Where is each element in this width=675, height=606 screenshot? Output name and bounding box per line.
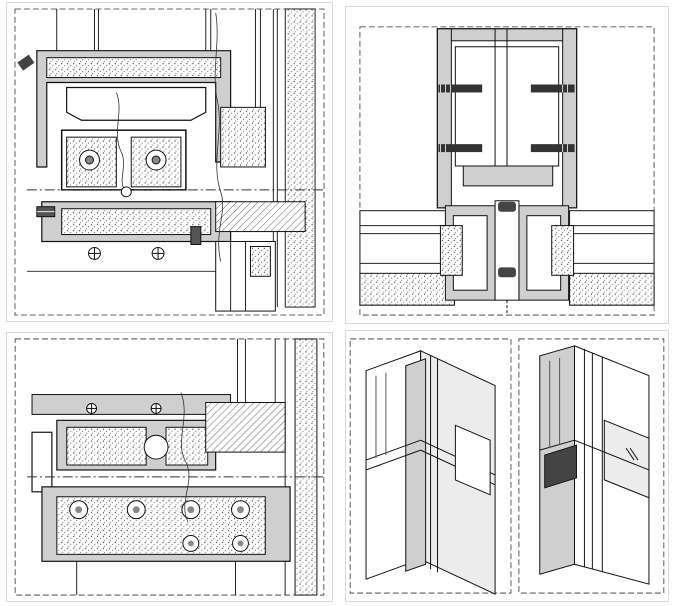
bolt-icon	[530, 84, 575, 93]
screw-icon	[69, 500, 89, 520]
gasket-icon	[17, 54, 35, 71]
bolt-icon	[530, 144, 575, 153]
wall-fill-mid	[220, 106, 266, 168]
transom-insulation	[61, 208, 212, 236]
isometric-drawing	[349, 338, 665, 595]
screw-icon	[181, 500, 201, 520]
anchor-icon	[88, 246, 101, 260]
screw-icon	[79, 149, 100, 171]
anchor-icon	[86, 402, 98, 414]
detail-panel-top-right	[345, 6, 669, 324]
mullion-drawing	[359, 26, 655, 316]
screw-icon	[145, 149, 167, 171]
wall-insulation	[284, 8, 316, 308]
dashed-frame	[359, 26, 655, 316]
detail-panel-top-left	[6, 2, 333, 322]
isometric-view-right	[539, 345, 650, 585]
profile-top	[31, 394, 232, 415]
center-joint	[494, 200, 520, 301]
screw-icon	[182, 534, 200, 552]
chamber-fill-right	[130, 136, 182, 188]
anchor-icon	[150, 402, 162, 414]
profile-top	[36, 50, 232, 168]
bolt-icon	[36, 206, 56, 218]
sealant-line	[214, 12, 224, 262]
screw-icon	[126, 500, 146, 520]
bolt-icon	[190, 226, 202, 245]
screw-icon	[231, 500, 250, 520]
anchor-icon	[151, 246, 165, 260]
glazing-cavity	[66, 86, 207, 121]
screw-icon	[232, 534, 249, 552]
dashed-frame	[14, 338, 325, 596]
sealant-line	[180, 392, 190, 522]
bolt-icon	[438, 144, 483, 153]
detail-panel-bottom-left	[6, 332, 333, 602]
transom-end	[215, 201, 306, 233]
insulation-strip	[46, 57, 222, 79]
dashed-frame-right	[518, 338, 665, 594]
bolt-icon	[438, 84, 483, 93]
detail-panel-bottom-right	[345, 330, 669, 602]
section-drawing-top-left	[14, 8, 325, 316]
isometric-view-left	[365, 350, 496, 595]
section-drawing-bottom-left	[14, 338, 325, 596]
dashed-frame	[14, 8, 325, 316]
gasket-icon	[498, 201, 516, 278]
